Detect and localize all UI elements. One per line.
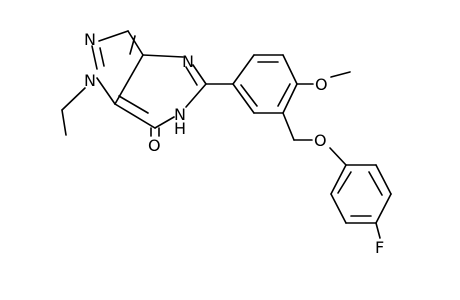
bond: [127, 30, 144, 56]
bond: [99, 47, 105, 67]
bond: [282, 54, 298, 85]
bond: [375, 193, 392, 224]
bond: [277, 83, 291, 107]
bond: [114, 103, 156, 129]
bond: [375, 222, 381, 239]
bond: [282, 83, 298, 114]
bond: [96, 77, 116, 105]
atom-n-pyrimidine: N: [182, 52, 194, 71]
bond: [192, 64, 207, 85]
atom-h-on-n: H: [174, 119, 186, 138]
bond: [329, 147, 347, 166]
atom-o-methoxy: O: [315, 75, 328, 94]
atom-labels: N N N N H O O O F: [84, 30, 384, 257]
bond: [129, 35, 136, 55]
bond: [185, 66, 198, 86]
bond: [232, 83, 255, 114]
bond: [330, 193, 347, 224]
atom-fluorine: F: [375, 238, 384, 257]
bonds: [61, 30, 392, 239]
atom-n-pyrazole-ethyl: N: [84, 71, 96, 90]
bond: [368, 171, 383, 196]
bond: [337, 171, 352, 194]
atom-n-h-ring: N: [174, 105, 186, 124]
atom-o-carbonyl: O: [148, 136, 161, 155]
atom-o-ether: O: [314, 131, 327, 150]
bond: [91, 45, 98, 70]
bond: [375, 164, 392, 195]
bond: [61, 109, 67, 136]
bond: [142, 54, 184, 58]
bond: [118, 95, 149, 114]
atom-n-pyrazole-top: N: [84, 30, 96, 49]
bond: [282, 112, 295, 141]
bond: [232, 54, 255, 85]
bond: [61, 87, 86, 111]
bond: [330, 164, 347, 195]
bond: [154, 116, 175, 129]
bond: [185, 83, 207, 108]
bond: [98, 30, 129, 42]
bond: [330, 71, 351, 78]
bond: [240, 84, 258, 107]
